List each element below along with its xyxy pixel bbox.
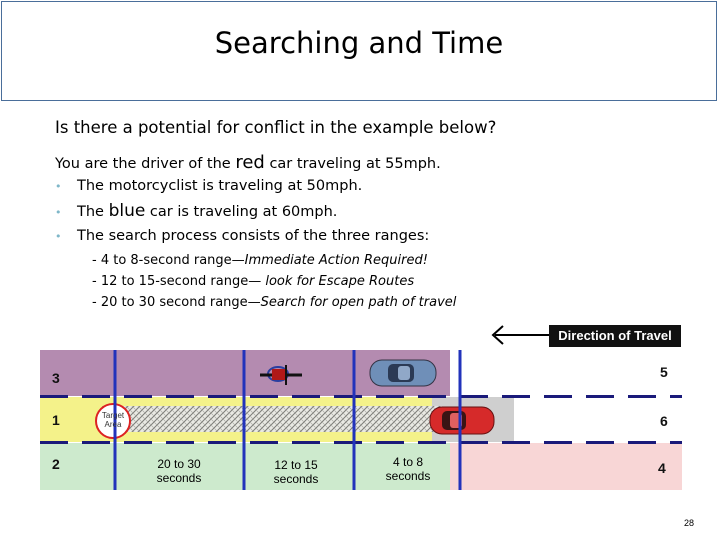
blue-car-icon bbox=[369, 359, 437, 387]
question-text: Is there a potential for conflict in the… bbox=[55, 118, 497, 137]
range-italic: look for Escape Routes bbox=[265, 274, 415, 289]
bullet-dot-icon: • bbox=[55, 230, 62, 243]
bullet-color-word: blue bbox=[108, 201, 146, 221]
bullet-item: • The search process consists of the thre… bbox=[55, 226, 429, 251]
page-number: 28 bbox=[683, 518, 694, 528]
bullet-text: The motorcyclist is traveling at 50mph. bbox=[77, 178, 363, 194]
zone-label-line: seconds bbox=[273, 472, 319, 486]
range-item: - 4 to 8-second range—Immediate Action R… bbox=[92, 250, 456, 271]
direction-label: Direction of Travel bbox=[549, 325, 681, 347]
bullet-text: car is traveling at 60mph. bbox=[145, 204, 338, 220]
bullet-text: The search process consists of the three… bbox=[77, 228, 430, 244]
range-list: - 4 to 8-second range—Immediate Action R… bbox=[92, 250, 456, 313]
title-box: Searching and Time bbox=[1, 1, 717, 101]
zone-label-line: 4 to 8 bbox=[392, 455, 424, 469]
zone-box-outer bbox=[113, 350, 462, 490]
zone-label-line: 20 to 30 bbox=[157, 457, 201, 471]
range-prefix: - 12 to 15-second range— bbox=[92, 274, 266, 289]
range-item: - 20 to 30 second range—Search for open … bbox=[92, 292, 456, 313]
bullet-item: • The motorcyclist is traveling at 50mph. bbox=[55, 176, 429, 201]
intro-text: You are the driver of the red car travel… bbox=[55, 152, 441, 173]
zone-label: 20 to 30 seconds bbox=[144, 457, 214, 485]
lane-middle-right bbox=[514, 397, 682, 442]
bullet-item: • The blue car is traveling at 60mph. bbox=[55, 201, 429, 226]
lane-label-right: 4 bbox=[658, 460, 666, 476]
lane-label-right: 6 bbox=[660, 413, 668, 429]
intro-prefix: You are the driver of the bbox=[55, 156, 236, 172]
lane-bottom-right bbox=[450, 443, 682, 490]
target-area-label: Target Area bbox=[101, 411, 125, 429]
motorcycle-icon bbox=[260, 365, 302, 385]
lane-label-right: 5 bbox=[660, 364, 668, 380]
slide-title: Searching and Time bbox=[214, 26, 504, 60]
bullet-dot-icon: • bbox=[55, 206, 62, 219]
target-area-circle bbox=[95, 403, 131, 439]
bullet-text: The bbox=[77, 204, 109, 220]
zone-label: 12 to 15 seconds bbox=[261, 458, 331, 486]
lane-label-left: 2 bbox=[52, 456, 60, 472]
lane-top-right bbox=[450, 350, 682, 396]
red-car-icon bbox=[429, 406, 495, 435]
zone-label: 4 to 8 seconds bbox=[373, 455, 443, 483]
range-item: - 12 to 15-second range— look for Escape… bbox=[92, 271, 456, 292]
intro-color-word: red bbox=[235, 152, 265, 173]
bullet-list: • The motorcyclist is traveling at 50mph.… bbox=[55, 176, 429, 251]
zone-label-line: seconds bbox=[156, 471, 202, 485]
search-path-hatch bbox=[102, 406, 442, 432]
road-diagram: 3 1 2 5 6 4 Target Area 20 to 30 seconds… bbox=[40, 350, 682, 490]
zone-label-line: 12 to 15 bbox=[274, 458, 318, 472]
direction-arrow-icon bbox=[491, 325, 549, 345]
road-svg bbox=[40, 350, 682, 490]
bullet-dot-icon: • bbox=[55, 180, 62, 193]
lane-label-left: 3 bbox=[52, 370, 60, 386]
range-prefix: - 4 to 8-second range— bbox=[92, 253, 245, 268]
intro-suffix: car traveling at 55mph. bbox=[264, 156, 441, 172]
lane-label-left: 1 bbox=[52, 412, 60, 428]
range-prefix: - 20 to 30 second range— bbox=[92, 295, 261, 310]
range-italic: Search for open path of travel bbox=[260, 295, 457, 310]
range-italic: Immediate Action Required! bbox=[244, 253, 428, 268]
zone-label-line: seconds bbox=[385, 469, 431, 483]
